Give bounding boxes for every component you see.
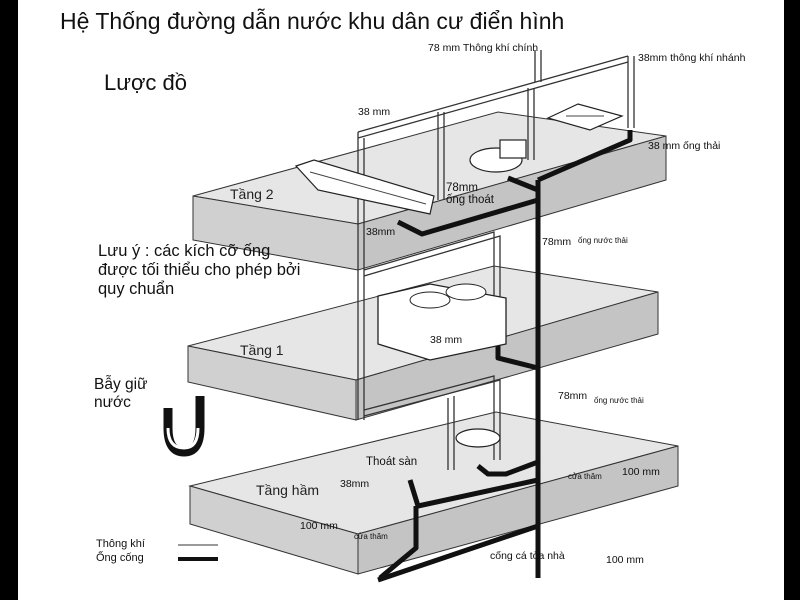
floor-slab-basement	[188, 411, 679, 575]
basement-sink-fixture	[455, 428, 501, 448]
toilet-fixture	[469, 139, 527, 173]
drain-38-label: 38 mm ống thải	[648, 140, 721, 152]
drain-78-size-label: 78mm	[446, 182, 478, 194]
floor-2-label: Tầng 2	[230, 186, 274, 202]
size-100-left-label: 100 mm	[300, 520, 338, 532]
size-100-bottom-label: 100 mm	[606, 554, 644, 566]
size-note: Lưu ý : các kích cỡ ống được tối thiểu c…	[98, 242, 301, 298]
floor-drain-label: Thoát sàn	[366, 456, 418, 468]
legend-vent-label: Thông khí	[96, 538, 145, 550]
laundry-tub-fixture	[377, 283, 507, 361]
building-sewer-label: cống cá tòa nhà	[490, 550, 565, 562]
cleanout-left-label: cửa thăm	[354, 532, 388, 541]
waste-78-lower-size: 78mm	[558, 390, 588, 402]
water-trap-icon	[163, 396, 205, 457]
branch-vent-label: 38mm thông khí nhánh	[638, 52, 746, 64]
page-title: Hệ Thống đường dẫn nước khu dân cư điển …	[60, 8, 565, 34]
legend-sewer-label: Ống cống	[96, 552, 144, 564]
trap-label: Bẫy giữ nước	[94, 376, 148, 411]
bathtub-fixture	[294, 159, 435, 215]
floor-38-label: 38mm	[340, 478, 370, 490]
tub-38-label: 38mm	[366, 226, 396, 238]
plumbing-diagram	[163, 50, 679, 583]
waste-78-lower-text: ống nước thải	[594, 396, 644, 405]
waste-78-upper-text: ống nước thải	[578, 236, 628, 245]
diagram-page: Hệ Thống đường dẫn nước khu dân cư điển …	[18, 0, 784, 600]
pipe-38-top-label: 38 mm	[358, 106, 391, 118]
waste-78-upper-size: 78mm	[542, 236, 572, 248]
cleanout-right-label: cửa thăm	[568, 472, 602, 481]
sink-38-label: 38 mm	[430, 334, 463, 346]
diagram-subtitle: Lược đồ	[104, 70, 187, 95]
floor-slab-2	[192, 111, 667, 271]
floor-1-label: Tầng 1	[240, 342, 284, 358]
main-vent-label: 78 mm Thông khí chính	[428, 42, 539, 54]
drain-78-text-label: ống thoát	[446, 194, 494, 206]
wall-sink-fixture	[546, 103, 624, 131]
basement-label: Tầng hầm	[256, 482, 320, 498]
size-100-right-label: 100 mm	[622, 466, 660, 478]
vent-pipes	[357, 50, 635, 470]
